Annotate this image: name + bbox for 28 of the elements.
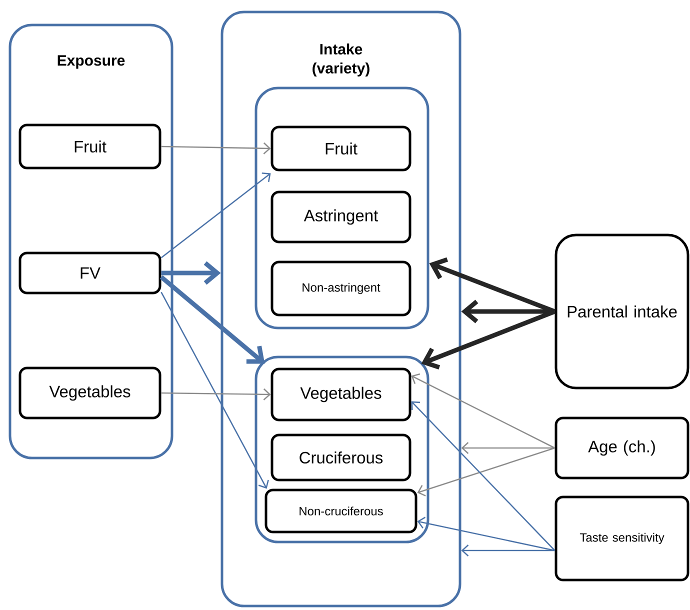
text-box: Non-astringent: [270, 260, 412, 316]
text-box: Vegetables: [18, 366, 162, 420]
group-box: [254, 356, 430, 544]
arrow: [461, 300, 555, 324]
text-box: Taste sensitivity: [554, 496, 690, 582]
text-box: Vegetables: [270, 368, 412, 422]
text-box: Fruit: [270, 126, 412, 172]
arrow: [160, 292, 269, 489]
arrow: [411, 373, 556, 449]
arrow: [461, 442, 555, 454]
group-box: [254, 86, 430, 330]
arrow: [161, 261, 221, 285]
arrow: [161, 388, 271, 400]
text-box: FV: [18, 252, 162, 294]
text-box: Fruit: [18, 124, 162, 170]
text-box: Non-cruciferous: [264, 488, 418, 534]
arrow: [160, 172, 271, 258]
arrow: [417, 447, 555, 496]
arrow: [411, 401, 556, 551]
text-box: Cruciferous: [270, 434, 412, 482]
arrow: [417, 516, 555, 552]
arrow: [461, 544, 555, 556]
text-box: Astringent: [270, 190, 412, 244]
text-box: Age (ch.): [554, 416, 690, 480]
arrow: [161, 142, 271, 154]
text-box: Parental intake: [554, 234, 690, 390]
arrow: [421, 309, 556, 370]
arrow: [160, 275, 265, 364]
